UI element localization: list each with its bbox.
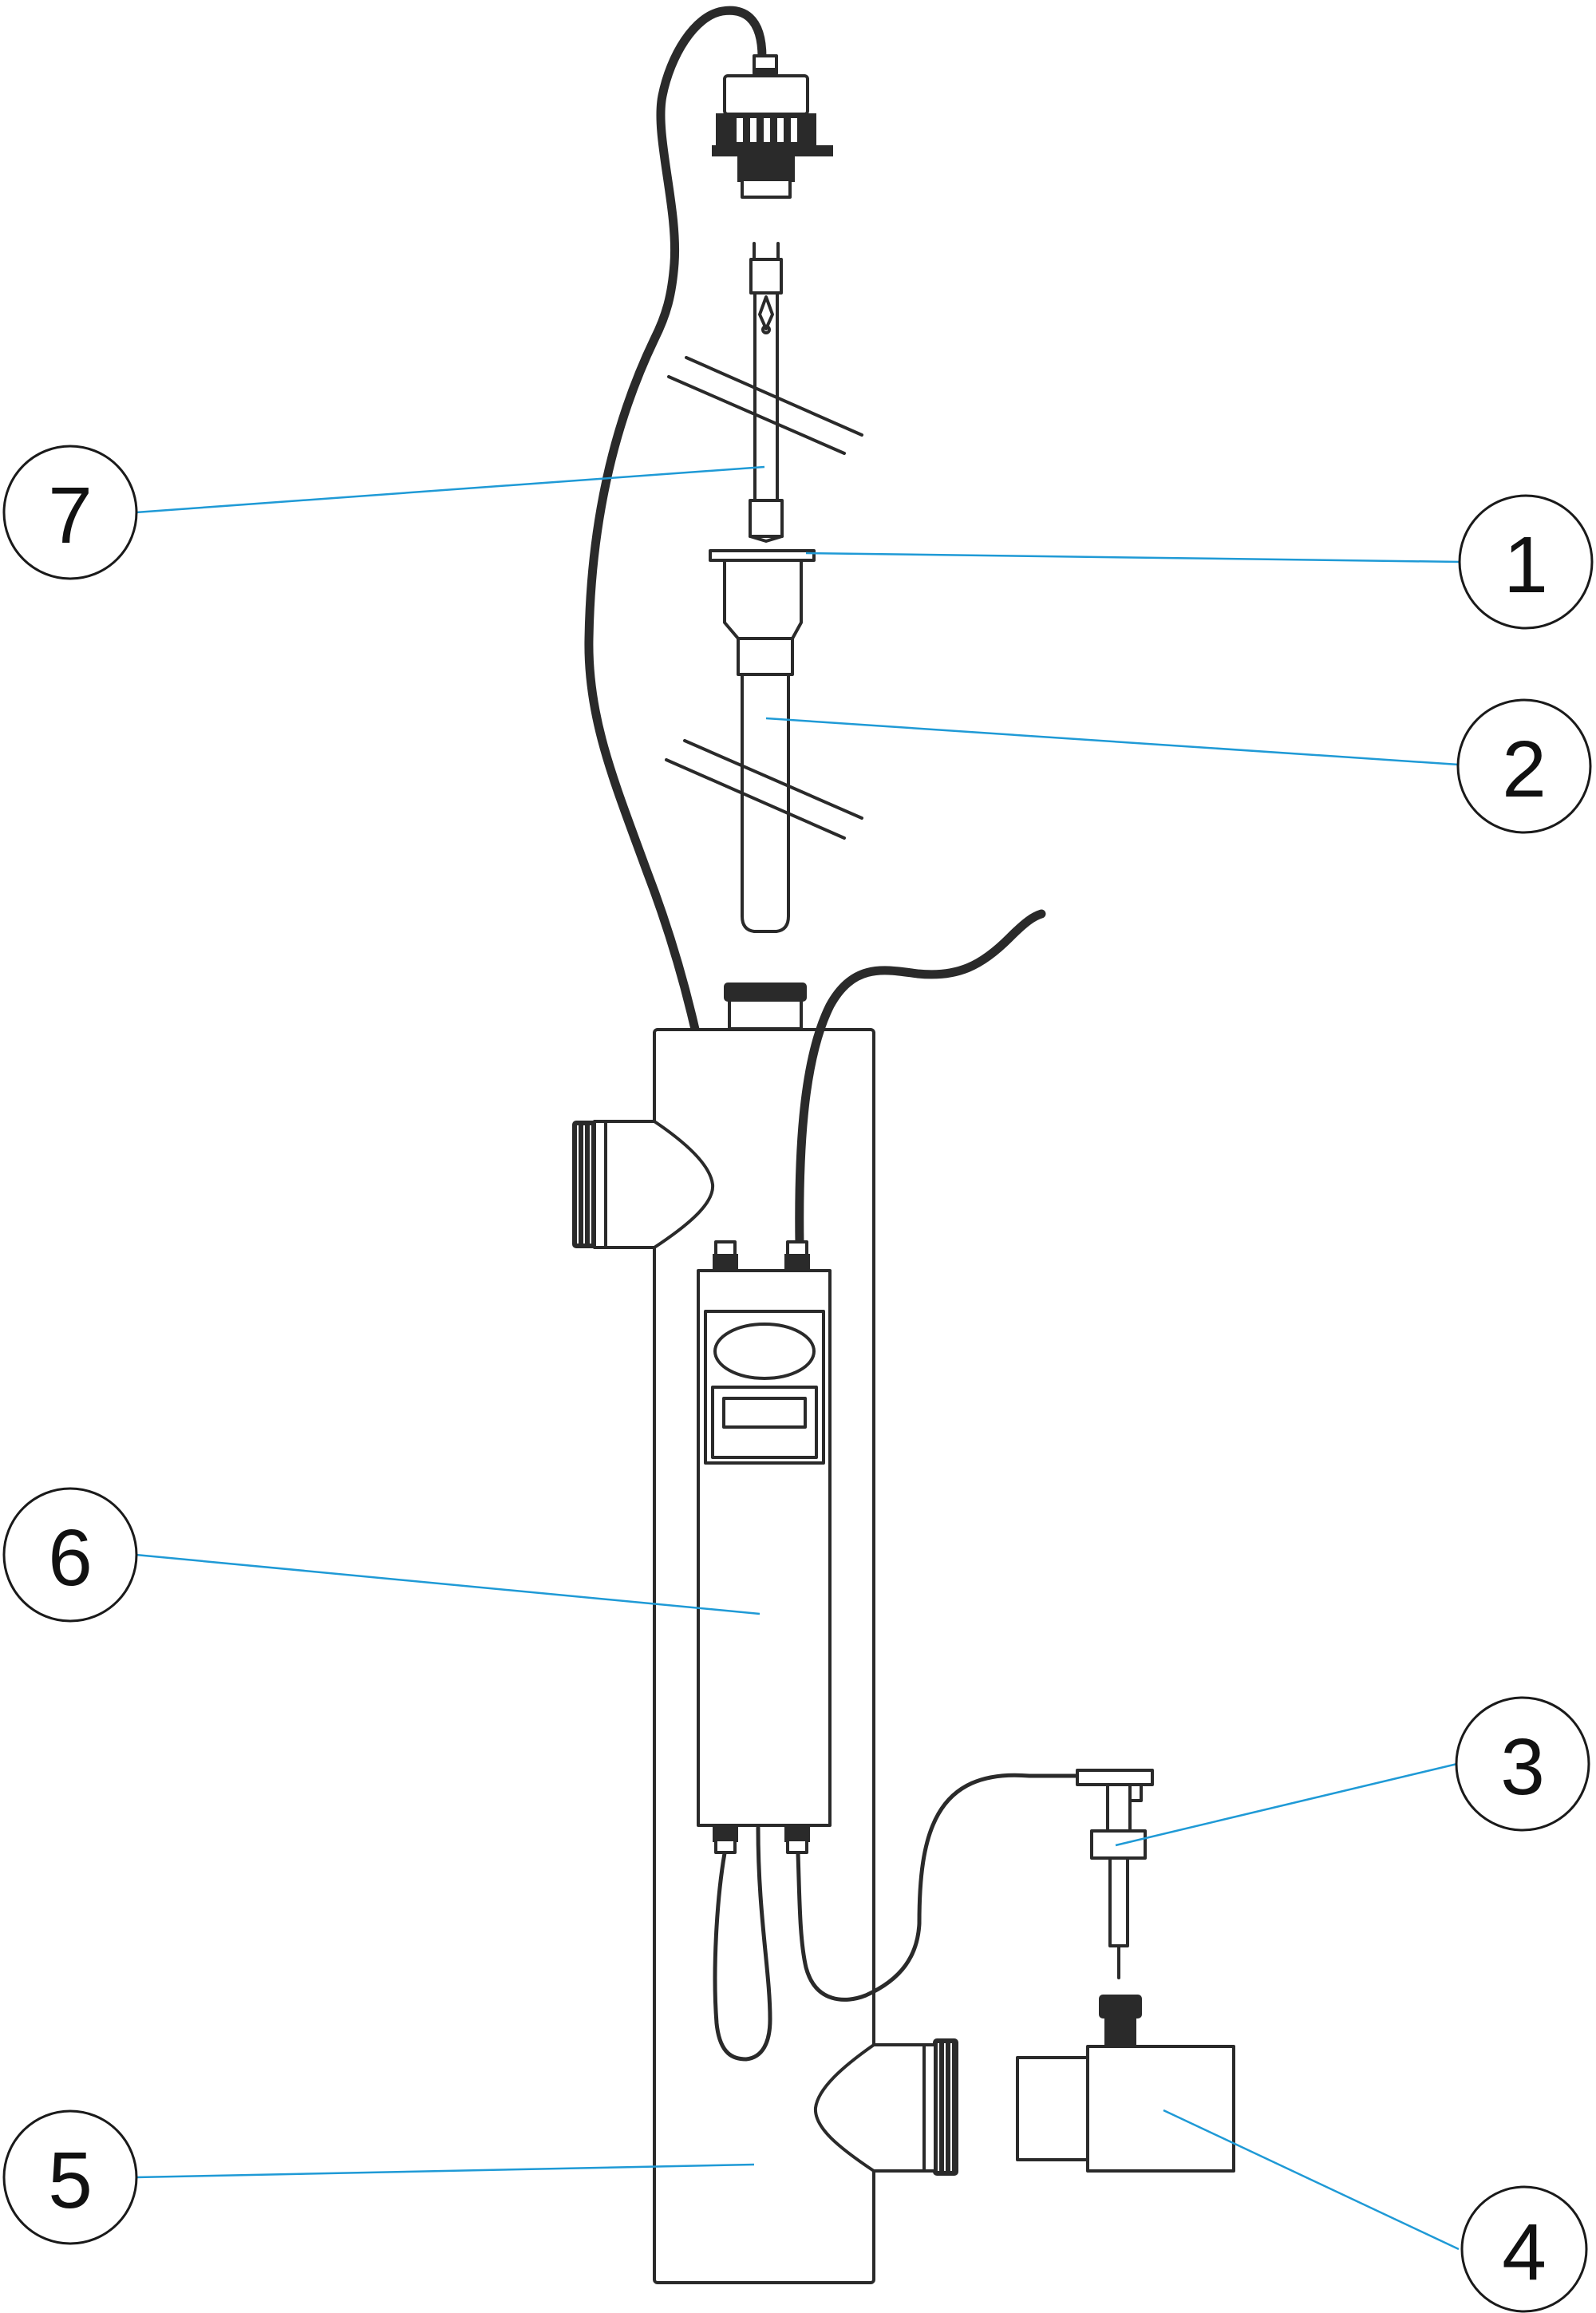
sleeve-break-line-bottom	[665, 758, 846, 840]
sleeve-break-line-top	[683, 739, 863, 820]
lamp-break-line-bottom	[667, 375, 846, 455]
callout-1: 1	[1458, 494, 1594, 630]
callout-6: 6	[2, 1487, 138, 1623]
lamp-cable	[584, 6, 767, 1250]
callout-5: 5	[2, 2109, 138, 2245]
leader-line-1	[805, 552, 1461, 563]
leader-line-6	[135, 1553, 760, 1615]
sensor-cable	[796, 1773, 1080, 2002]
callout-number: 6	[48, 1513, 93, 1603]
loop-cable	[713, 1825, 772, 2062]
callout-7: 7	[2, 445, 138, 580]
uv-sensor	[1076, 1769, 1154, 1979]
callout-number: 5	[48, 2136, 93, 2225]
leader-line-4	[1163, 2109, 1460, 2251]
callout-4: 4	[1460, 2185, 1588, 2313]
lamp-break-line-top	[685, 356, 863, 437]
leader-line-2	[765, 717, 1460, 766]
callout-number: 7	[48, 471, 93, 560]
sensor-tee-fitting	[1016, 1995, 1235, 2173]
callout-number: 4	[1502, 2208, 1547, 2297]
callout-number: 1	[1503, 520, 1548, 610]
leader-line-5	[135, 2163, 755, 2179]
callout-2: 2	[1456, 698, 1592, 834]
power-cable	[795, 909, 1046, 1250]
callout-number: 2	[1502, 725, 1547, 814]
uv-lamp	[749, 242, 784, 543]
callout-3: 3	[1455, 1696, 1590, 1832]
leader-line-3	[1115, 1762, 1458, 1847]
leader-line-7	[135, 465, 765, 514]
quartz-sleeve	[709, 549, 816, 933]
callout-number: 3	[1500, 1722, 1545, 1812]
ballast-control-unit	[697, 1240, 832, 1854]
lamp-connector-cap	[712, 54, 833, 199]
